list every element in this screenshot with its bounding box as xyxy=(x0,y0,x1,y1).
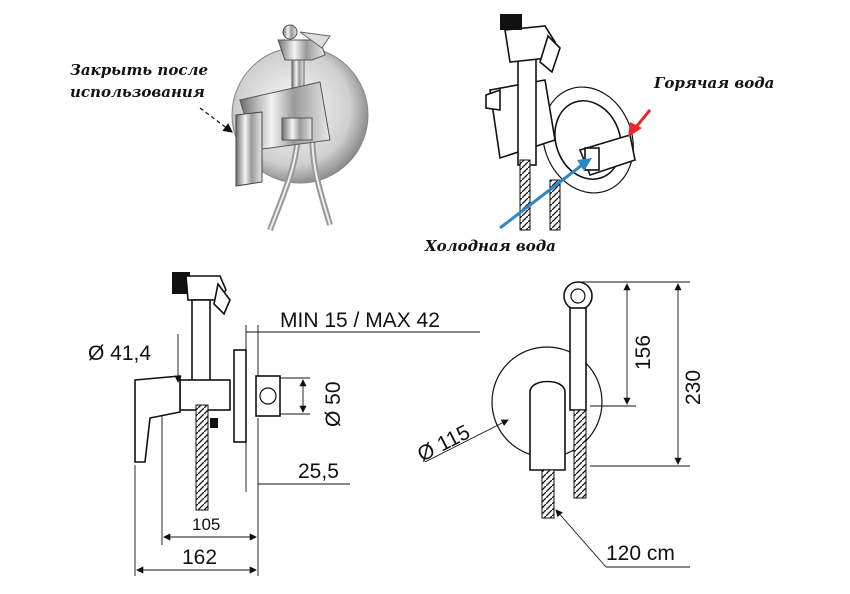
dim-hose-leader xyxy=(555,509,607,568)
close-after-use-label: Закрыть после xyxy=(70,61,208,79)
cold-water-label: Холодная вода xyxy=(424,237,556,255)
hose-length-label: 120 cm xyxy=(606,542,675,565)
cold-water-arrowhead xyxy=(577,158,592,171)
dim-diameter-41-label: Ø 41,4 xyxy=(88,342,151,365)
dim-162-label: 162 xyxy=(182,546,217,569)
hot-water-label: Горячая вода xyxy=(653,74,774,92)
dim-230-label: 230 xyxy=(682,370,705,405)
dim-wall-depth-label: MIN 15 / MAX 42 xyxy=(280,309,440,332)
dim-diameter-50-label: Ø 50 xyxy=(322,381,345,427)
dim-105-label: 105 xyxy=(192,515,220,534)
product-photo xyxy=(231,24,369,232)
close-after-use-label-line2: использования xyxy=(70,83,205,101)
side-view-drawing xyxy=(134,272,281,511)
dim-115-leader xyxy=(424,419,509,463)
isometric-drawing xyxy=(485,14,636,231)
cold-water-arrow xyxy=(499,160,587,230)
hot-water-arrowhead xyxy=(628,122,642,137)
dim-25-label: 25,5 xyxy=(298,460,339,483)
dim-diameter-115-label: Ø 115 xyxy=(414,421,474,467)
dim-156-label: 156 xyxy=(632,335,655,370)
close-after-use-arrow xyxy=(199,107,233,133)
front-view-drawing xyxy=(491,281,603,519)
